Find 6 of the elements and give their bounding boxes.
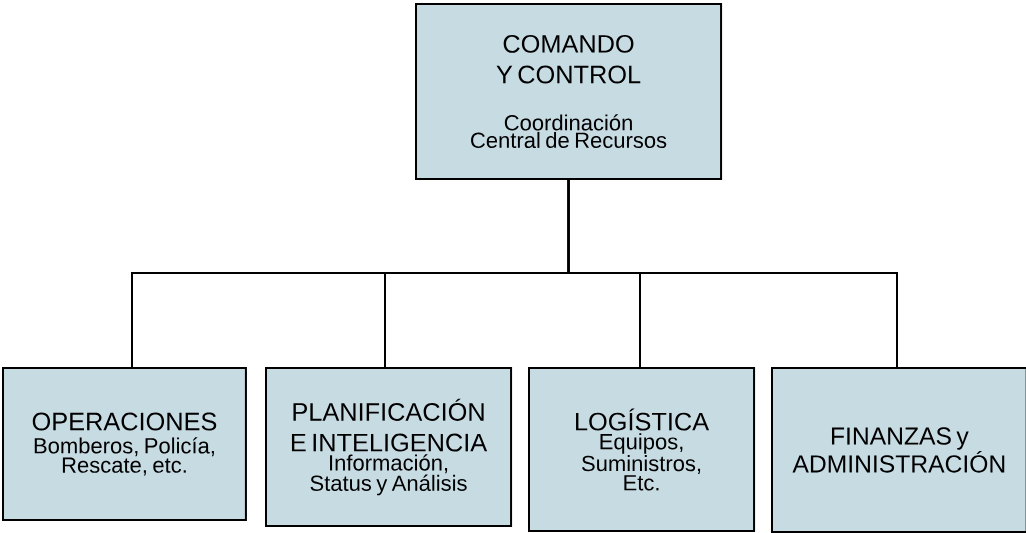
section-box: LOGÍSTICA Equipos, Suministros, Etc.: [528, 367, 756, 532]
section-box: FINANZAS y ADMINISTRACIÓN: [771, 367, 1026, 533]
section-box: OPERACIONES Bomberos, Policía, Rescate, etc.: [2, 367, 247, 521]
command-box: COMANDO Y CONTROL Coordinación Central de Recursos: [415, 3, 723, 180]
section-box: PLANIFICACIÓN E INTELIGENCIA Información, Status y Análisis: [265, 367, 513, 527]
connector-line: [567, 178, 898, 368]
